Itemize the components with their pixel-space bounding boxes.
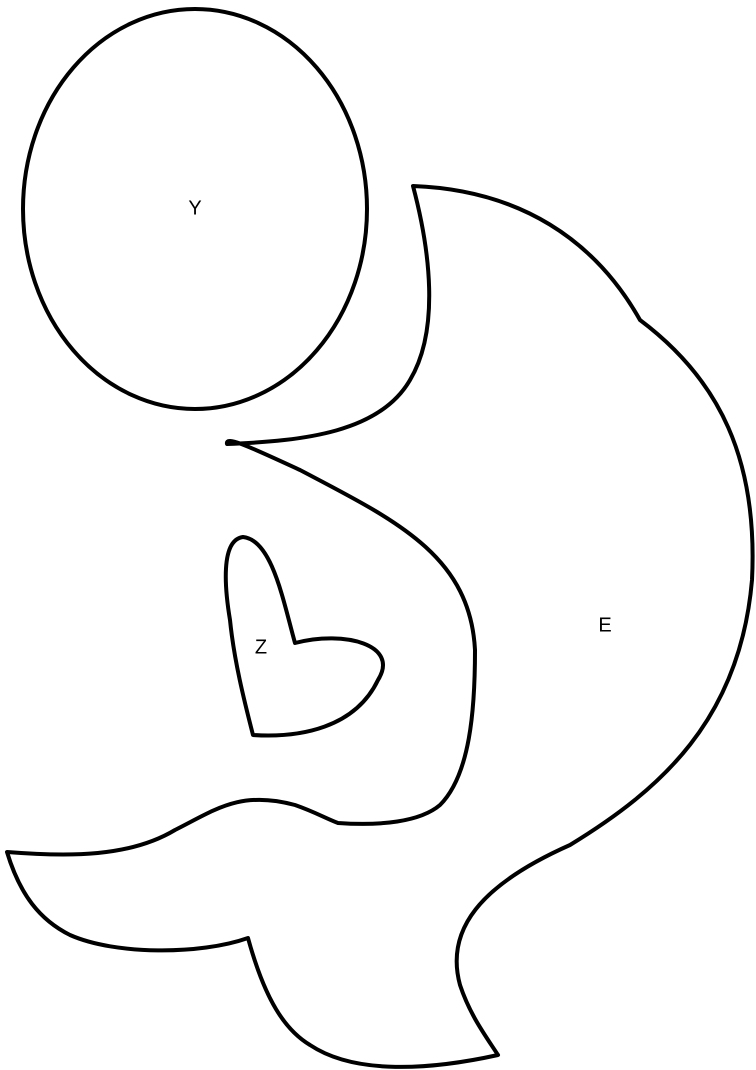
whale-label: E — [598, 614, 611, 636]
oval-label: Y — [188, 197, 201, 219]
heart-label: Z — [255, 636, 267, 658]
shape-heart: Z — [226, 537, 383, 735]
heart-outline — [226, 537, 383, 735]
shape-oval: Y — [23, 9, 367, 409]
